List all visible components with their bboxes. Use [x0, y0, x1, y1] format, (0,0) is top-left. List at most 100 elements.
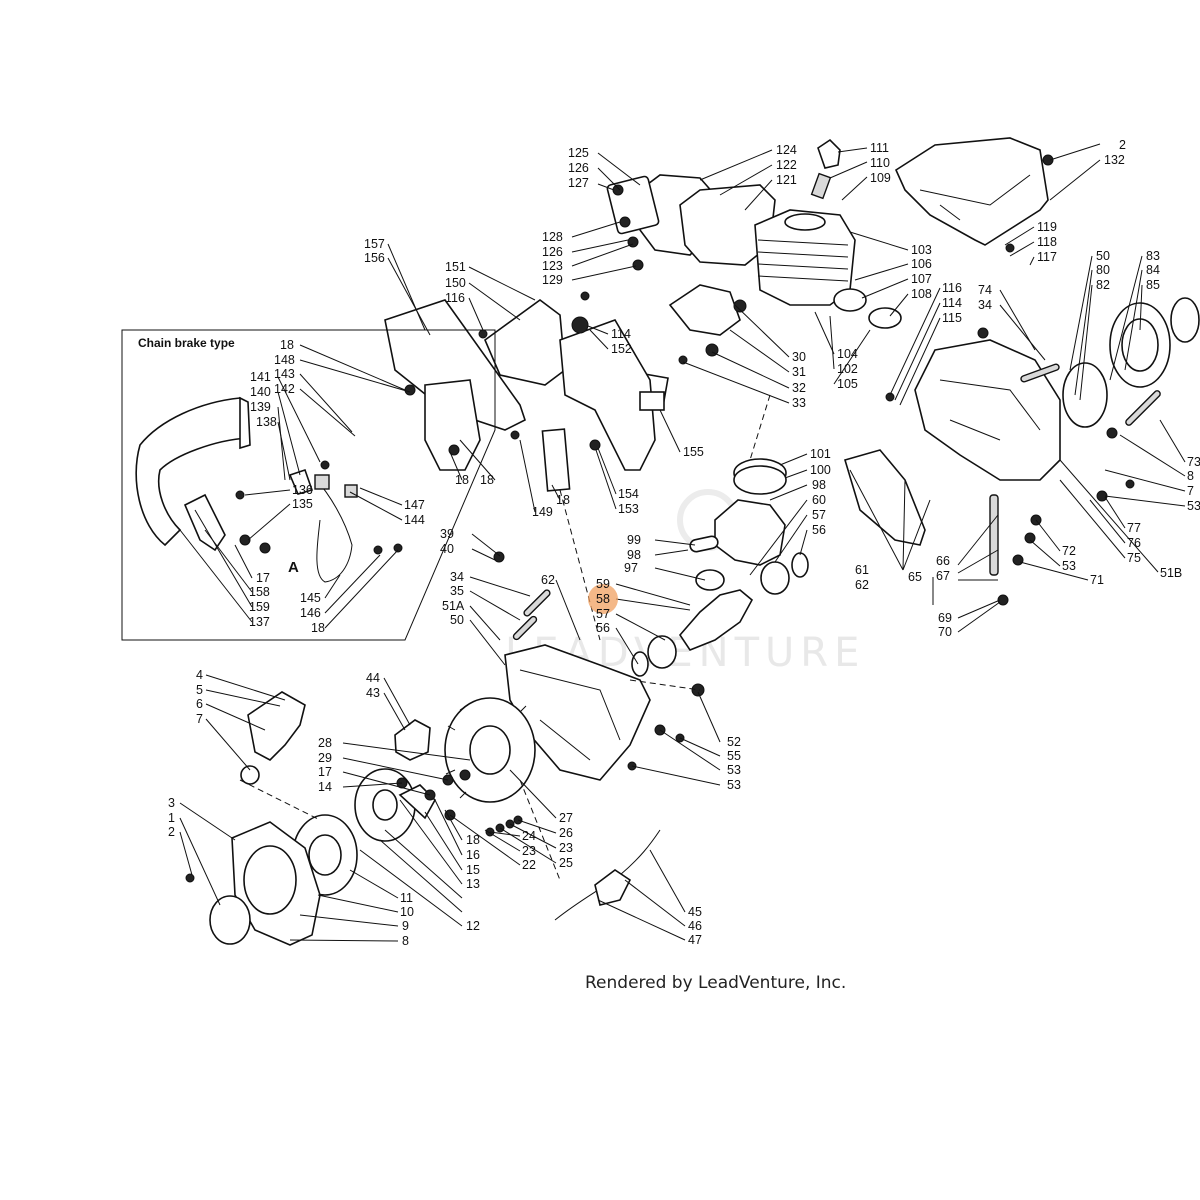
callout-67[interactable]: 67: [936, 569, 950, 583]
callout-9[interactable]: 9: [402, 919, 409, 933]
callout-76[interactable]: 76: [1127, 536, 1141, 550]
callout-18[interactable]: 18: [480, 473, 494, 487]
callout-74[interactable]: 74: [978, 283, 992, 297]
callout-107[interactable]: 107: [911, 272, 932, 286]
callout-56[interactable]: 56: [596, 621, 610, 635]
callout-18[interactable]: 18: [466, 833, 480, 847]
callout-62[interactable]: 62: [855, 578, 869, 592]
callout-115[interactable]: 115: [942, 311, 962, 325]
callout-123[interactable]: 123: [542, 259, 563, 273]
callout-100[interactable]: 100: [810, 463, 831, 477]
callout-141[interactable]: 141: [250, 370, 271, 384]
callout-7[interactable]: 7: [1187, 484, 1194, 498]
callout-122[interactable]: 122: [776, 158, 797, 172]
callout-132[interactable]: 132: [1104, 153, 1125, 167]
callout-53[interactable]: 53: [727, 778, 741, 792]
callout-156[interactable]: 156: [364, 251, 385, 265]
callout-18[interactable]: 18: [280, 338, 294, 352]
callout-65[interactable]: 65: [908, 570, 922, 584]
callout-84[interactable]: 84: [1146, 263, 1160, 277]
callout-126[interactable]: 126: [542, 245, 563, 259]
callout-13[interactable]: 13: [466, 877, 480, 891]
callout-69[interactable]: 69: [938, 611, 952, 625]
callout-18[interactable]: 18: [455, 473, 469, 487]
callout-103[interactable]: 103: [911, 243, 932, 257]
callout-135[interactable]: 135: [292, 497, 313, 511]
callout-44[interactable]: 44: [366, 671, 380, 685]
callout-53[interactable]: 53: [727, 763, 741, 777]
callout-80[interactable]: 80: [1096, 263, 1110, 277]
callout-98[interactable]: 98: [812, 478, 826, 492]
callout-50[interactable]: 50: [450, 613, 464, 627]
callout-59[interactable]: 59: [596, 577, 610, 591]
callout-129[interactable]: 129: [542, 273, 563, 287]
callout-2[interactable]: 2: [1119, 138, 1126, 152]
callout-142[interactable]: 142: [274, 382, 295, 396]
callout-4[interactable]: 4: [196, 668, 203, 682]
callout-52[interactable]: 52: [727, 735, 741, 749]
callout-33[interactable]: 33: [792, 396, 806, 410]
callout-30[interactable]: 30: [792, 350, 806, 364]
callout-26[interactable]: 26: [559, 826, 573, 840]
callout-155[interactable]: 155: [683, 445, 704, 459]
callout-149[interactable]: 149: [532, 505, 553, 519]
callout-45[interactable]: 45: [688, 905, 702, 919]
callout-147[interactable]: 147: [404, 498, 425, 512]
callout-158[interactable]: 158: [249, 585, 270, 599]
callout-10[interactable]: 10: [400, 905, 414, 919]
callout-116[interactable]: 116: [942, 281, 962, 295]
callout-159[interactable]: 159: [249, 600, 270, 614]
callout-3[interactable]: 3: [168, 796, 175, 810]
callout-62[interactable]: 62: [541, 573, 555, 587]
callout-75[interactable]: 75: [1127, 551, 1141, 565]
callout-152[interactable]: 152: [611, 342, 632, 356]
callout-145[interactable]: 145: [300, 591, 321, 605]
callout-153[interactable]: 153: [618, 502, 639, 516]
callout-31[interactable]: 31: [792, 365, 806, 379]
callout-140[interactable]: 140: [250, 385, 271, 399]
callout-99[interactable]: 99: [627, 533, 641, 547]
callout-71[interactable]: 71: [1090, 573, 1104, 587]
callout-11[interactable]: 11: [400, 891, 413, 905]
callout-32[interactable]: 32: [792, 381, 806, 395]
callout-6[interactable]: 6: [196, 697, 203, 711]
callout-17[interactable]: 17: [318, 765, 332, 779]
callout-15[interactable]: 15: [466, 863, 480, 877]
callout-97[interactable]: 97: [624, 561, 638, 575]
callout-157[interactable]: 157: [364, 237, 385, 251]
callout-46[interactable]: 46: [688, 919, 702, 933]
callout-14[interactable]: 14: [318, 780, 332, 794]
callout-12[interactable]: 12: [466, 919, 480, 933]
callout-47[interactable]: 47: [688, 933, 702, 947]
callout-60[interactable]: 60: [812, 493, 826, 507]
callout-70[interactable]: 70: [938, 625, 952, 639]
callout-109[interactable]: 109: [870, 171, 891, 185]
callout-57[interactable]: 57: [596, 607, 610, 621]
callout-128[interactable]: 128: [542, 230, 563, 244]
callout-5[interactable]: 5: [196, 683, 203, 697]
callout-43[interactable]: 43: [366, 686, 380, 700]
callout-151[interactable]: 151: [445, 260, 466, 274]
callout-18[interactable]: 18: [311, 621, 325, 635]
callout-73[interactable]: 73: [1187, 455, 1200, 469]
callout-17[interactable]: 17: [256, 571, 270, 585]
callout-34[interactable]: 34: [978, 298, 992, 312]
callout-136[interactable]: 136: [292, 483, 313, 497]
callout-105[interactable]: 105: [837, 377, 858, 391]
callout-117[interactable]: 117: [1037, 250, 1057, 264]
callout-25[interactable]: 25: [559, 856, 573, 870]
callout-51a[interactable]: 51A: [442, 599, 465, 613]
callout-23[interactable]: 23: [559, 841, 573, 855]
callout-72[interactable]: 72: [1062, 544, 1076, 558]
callout-110[interactable]: 110: [870, 156, 890, 170]
callout-35[interactable]: 35: [450, 584, 464, 598]
callout-39[interactable]: 39: [440, 527, 454, 541]
callout-126[interactable]: 126: [568, 161, 589, 175]
callout-111[interactable]: 111: [870, 141, 889, 155]
callout-2[interactable]: 2: [168, 825, 175, 839]
callout-28[interactable]: 28: [318, 736, 332, 750]
highlight-marker[interactable]: [588, 584, 618, 614]
callout-16[interactable]: 16: [466, 848, 480, 862]
callout-144[interactable]: 144: [404, 513, 425, 527]
callout-139[interactable]: 139: [250, 400, 271, 414]
